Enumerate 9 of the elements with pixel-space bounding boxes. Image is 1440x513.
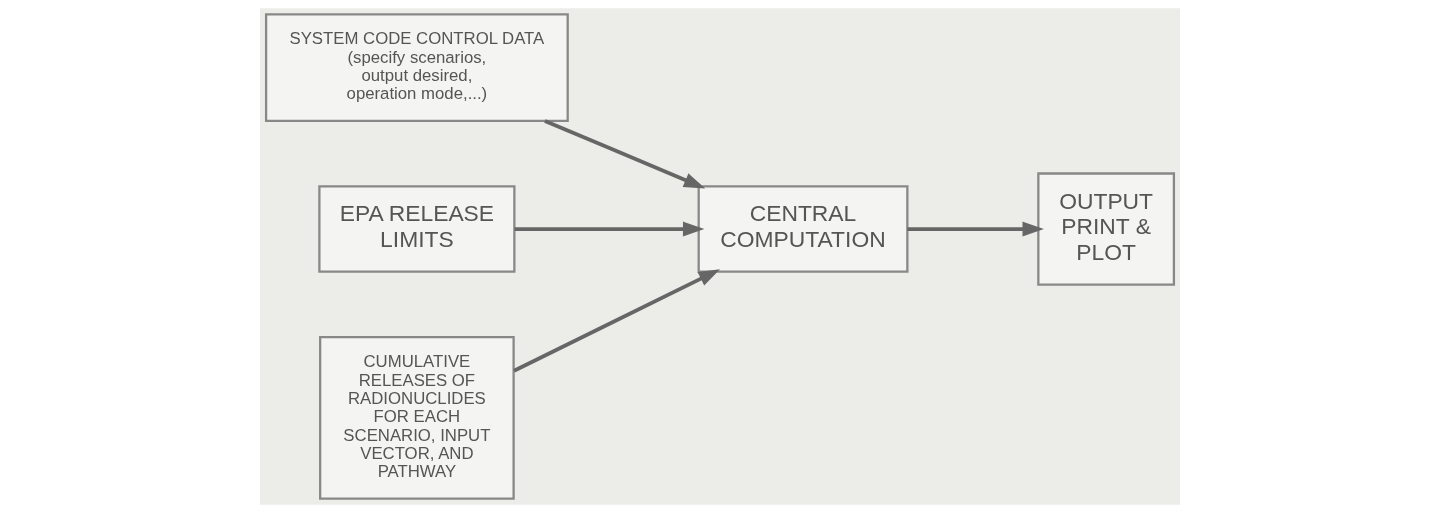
node-box: OUTPUT PRINT & PLOT — [1037, 172, 1176, 286]
arrow — [907, 221, 1044, 237]
arrow — [513, 269, 721, 373]
node-box: CUMULATIVE RELEASES OF RADIONUCLIDES FOR EACH SCENARIO, INPUT VECTOR, AND PATHWAY — [319, 336, 515, 500]
arrow — [544, 119, 706, 189]
arrow — [514, 221, 705, 237]
node-box: EPA RELEASE LIMITS — [318, 185, 516, 273]
node-box: SYSTEM CODE CONTROL DATA (specify scenarios, output desired, operation mode,...) — [264, 13, 569, 123]
node-box: CENTRAL COMPUTATION — [697, 185, 909, 273]
